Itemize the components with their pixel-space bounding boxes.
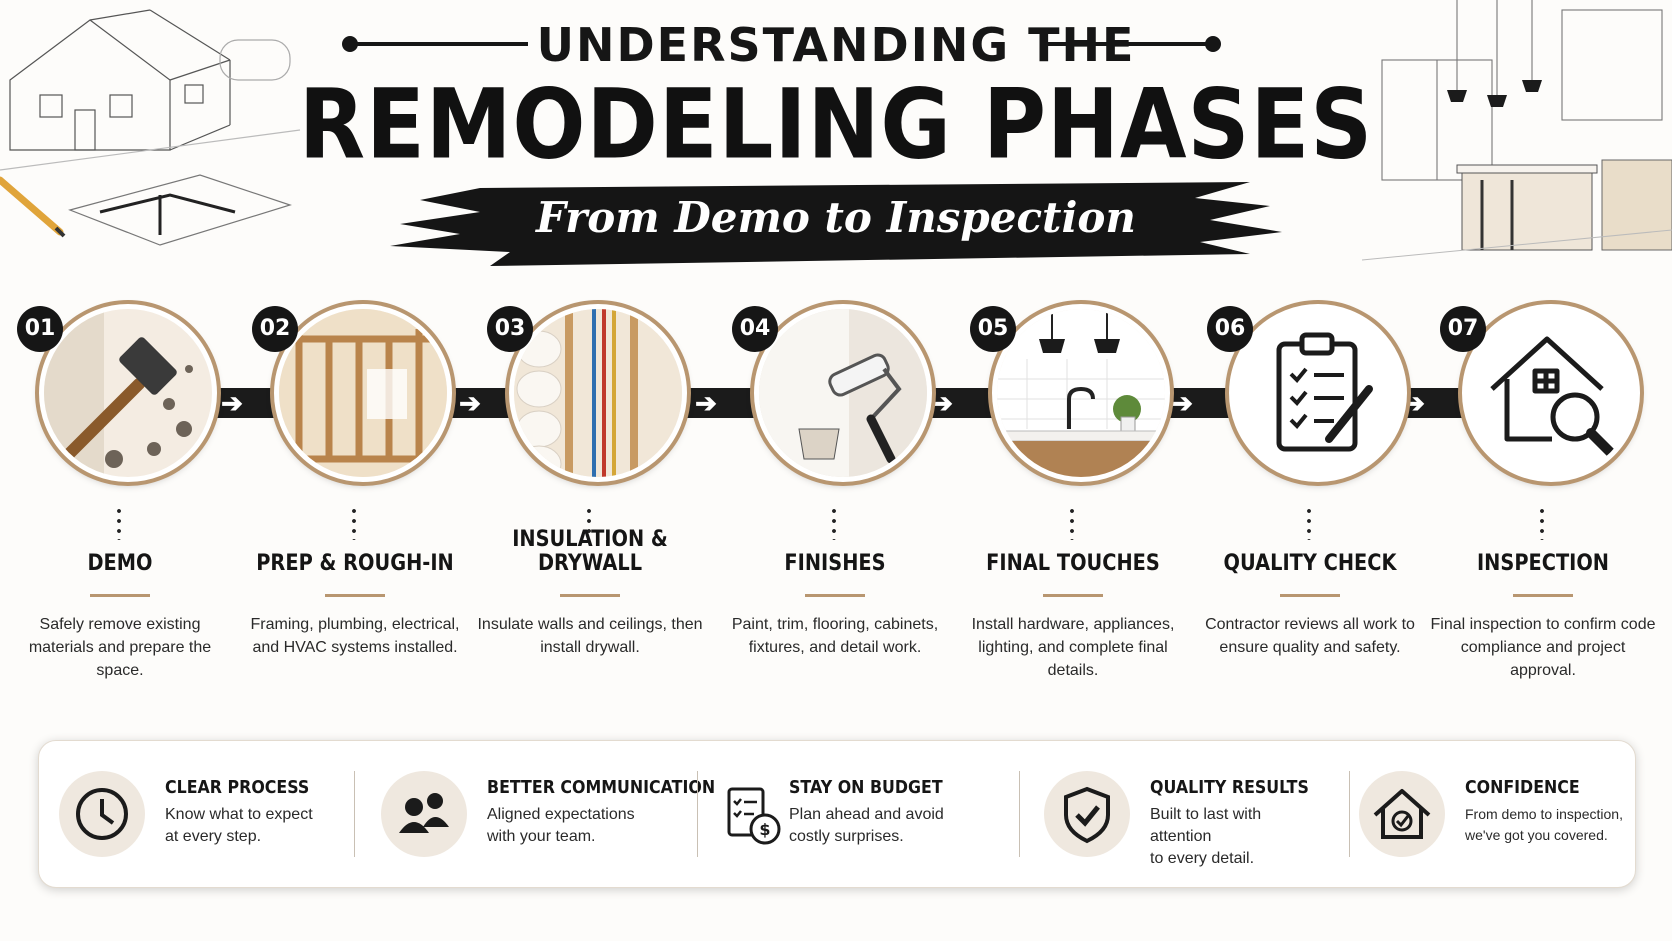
- divider: [354, 771, 355, 857]
- phase-image: [1229, 304, 1407, 482]
- dotted-connector: [1539, 506, 1545, 540]
- phase-final-touches: 05 FINAL TOUCHES Install hardware, appli…: [958, 300, 1188, 700]
- paint-roller-icon: [759, 309, 927, 477]
- phase-number: 07: [1440, 306, 1486, 352]
- header: UNDERSTANDING THE REMODELING PHASES From…: [0, 0, 1672, 280]
- phase-image: [992, 304, 1170, 482]
- framing-icon: [279, 309, 447, 477]
- phase-description: Contractor reviews all work to ensure qu…: [1205, 616, 1415, 656]
- phase-title: PREP & ROUGH-IN: [256, 551, 454, 576]
- icon-circle: [59, 771, 145, 857]
- benefit-title: QUALITY RESULTS: [1150, 777, 1309, 798]
- benefit-quality-results: QUALITY RESULTS Built to last with atten…: [1024, 741, 1324, 887]
- phase-image: [39, 304, 217, 482]
- clock-icon: [76, 788, 128, 840]
- benefit-title: CONFIDENCE: [1465, 777, 1580, 798]
- icon-circle: [381, 771, 467, 857]
- phase-title: INSULATION & DRYWALL: [512, 527, 668, 576]
- divider: [1019, 771, 1020, 857]
- benefit-confidence: CONFIDENCE From demo to inspection, we'v…: [1339, 741, 1629, 887]
- clipboard-checklist-icon: [1276, 332, 1373, 452]
- benefit-text: Aligned expectations with your team.: [487, 806, 635, 845]
- benefit-title: BETTER COMMUNICATION: [487, 777, 716, 798]
- budget-checklist-icon: $: [727, 787, 781, 845]
- phase-number: 01: [17, 306, 63, 352]
- arrow-right-icon: ➔: [446, 388, 494, 418]
- benefit-text: Built to last with attention to every de…: [1150, 806, 1262, 867]
- icon-circle: $: [709, 771, 795, 857]
- dotted-connector: [351, 506, 357, 540]
- shield-check-icon: [1064, 786, 1110, 844]
- page-title: REMODELING PHASES: [298, 69, 1374, 181]
- title-rule-right: [1045, 36, 1221, 52]
- kitchen-sketch: [1362, 0, 1672, 261]
- phase-number: 06: [1207, 306, 1253, 352]
- benefit-title: CLEAR PROCESS: [165, 777, 310, 798]
- title-underline: [1043, 594, 1103, 597]
- phase-number: 02: [252, 306, 298, 352]
- phase-number: 05: [970, 306, 1016, 352]
- dotted-connector: [586, 506, 592, 540]
- phase-title: QUALITY CHECK: [1223, 551, 1397, 576]
- benefit-stay-on-budget: $ STAY ON BUDGET Plan ahead and avoid co…: [689, 741, 979, 887]
- benefit-text: Plan ahead and avoid costly surprises.: [789, 806, 944, 845]
- phase-description: Final inspection to confirm code complia…: [1430, 616, 1656, 679]
- people-chat-icon: [399, 793, 449, 833]
- dotted-connector: [1069, 506, 1075, 540]
- phase-description: Framing, plumbing, electrical, and HVAC …: [250, 616, 460, 656]
- title-line1: UNDERSTANDING THE: [536, 18, 1136, 72]
- phase-description: Paint, trim, flooring, cabinets, fixture…: [731, 616, 939, 656]
- divider: [697, 771, 698, 857]
- phase-title: FINAL TOUCHES: [986, 551, 1160, 576]
- house-magnifier-icon: [1490, 336, 1617, 459]
- phase-image: [274, 304, 452, 482]
- phase-description: Install hardware, appliances, lighting, …: [971, 616, 1175, 679]
- arrow-right-icon: ➔: [682, 388, 730, 418]
- svg-text:$: $: [759, 820, 770, 839]
- hammer-icon: [44, 309, 193, 477]
- benefits-panel: CLEAR PROCESS Know what to expect at eve…: [38, 740, 1636, 888]
- phase-title: INSPECTION: [1476, 551, 1610, 576]
- dotted-connector: [831, 506, 837, 540]
- dotted-connector: [116, 506, 122, 540]
- insulation-icon: [514, 309, 682, 477]
- phase-quality-check: 06 QUALITY CHECK Contractor reviews all …: [1195, 300, 1425, 700]
- benefit-text: Know what to expect at every step.: [165, 806, 313, 845]
- title-underline: [805, 594, 865, 597]
- phase-prep-rough-in: 02 PREP & ROUGH-IN Framing, plumbing, el…: [240, 300, 470, 700]
- phase-image: [754, 304, 932, 482]
- phase-title: FINISHES: [784, 551, 886, 576]
- title-underline: [560, 594, 620, 597]
- phase-number: 04: [732, 306, 778, 352]
- house-check-icon: [1373, 789, 1431, 839]
- phase-title: DEMO: [87, 551, 153, 576]
- divider: [1349, 771, 1350, 857]
- icon-circle: [1359, 771, 1445, 857]
- benefit-title: STAY ON BUDGET: [789, 777, 943, 798]
- phase-insulation-drywall: 03 INSULATION & DRYWALL Insulate walls a…: [475, 300, 705, 700]
- phase-demo: 01 DEMO Safely remove existing materials…: [5, 300, 235, 700]
- benefit-clear-process: CLEAR PROCESS Know what to expect at eve…: [39, 741, 349, 887]
- icon-circle: [1044, 771, 1130, 857]
- phase-description: Safely remove existing materials and pre…: [28, 616, 212, 679]
- title-underline: [90, 594, 150, 597]
- dotted-connector: [1306, 506, 1312, 540]
- kitchen-icon: [997, 309, 1165, 477]
- title-underline: [1280, 594, 1340, 597]
- phase-number: 03: [487, 306, 533, 352]
- blueprint-house-sketch: [0, 9, 301, 246]
- title-underline: [1513, 594, 1573, 597]
- title-rule-left: [342, 36, 528, 52]
- brush-banner: [390, 182, 1282, 266]
- title-underline: [325, 594, 385, 597]
- phase-inspection: 07 INSPECTION Final inspection to confir…: [1428, 300, 1658, 700]
- phase-image: [1462, 304, 1640, 482]
- benefit-text: From demo to inspection, we've got you c…: [1465, 806, 1623, 843]
- page-subtitle: From Demo to Inspection: [536, 193, 1136, 242]
- phase-finishes: 04 FINISHES Paint, trim, flooring, cabin…: [720, 300, 950, 700]
- phase-description: Insulate walls and ceilings, then instal…: [477, 616, 703, 656]
- benefit-better-communication: BETTER COMMUNICATION Aligned expectation…: [361, 741, 715, 887]
- phase-image: [509, 304, 687, 482]
